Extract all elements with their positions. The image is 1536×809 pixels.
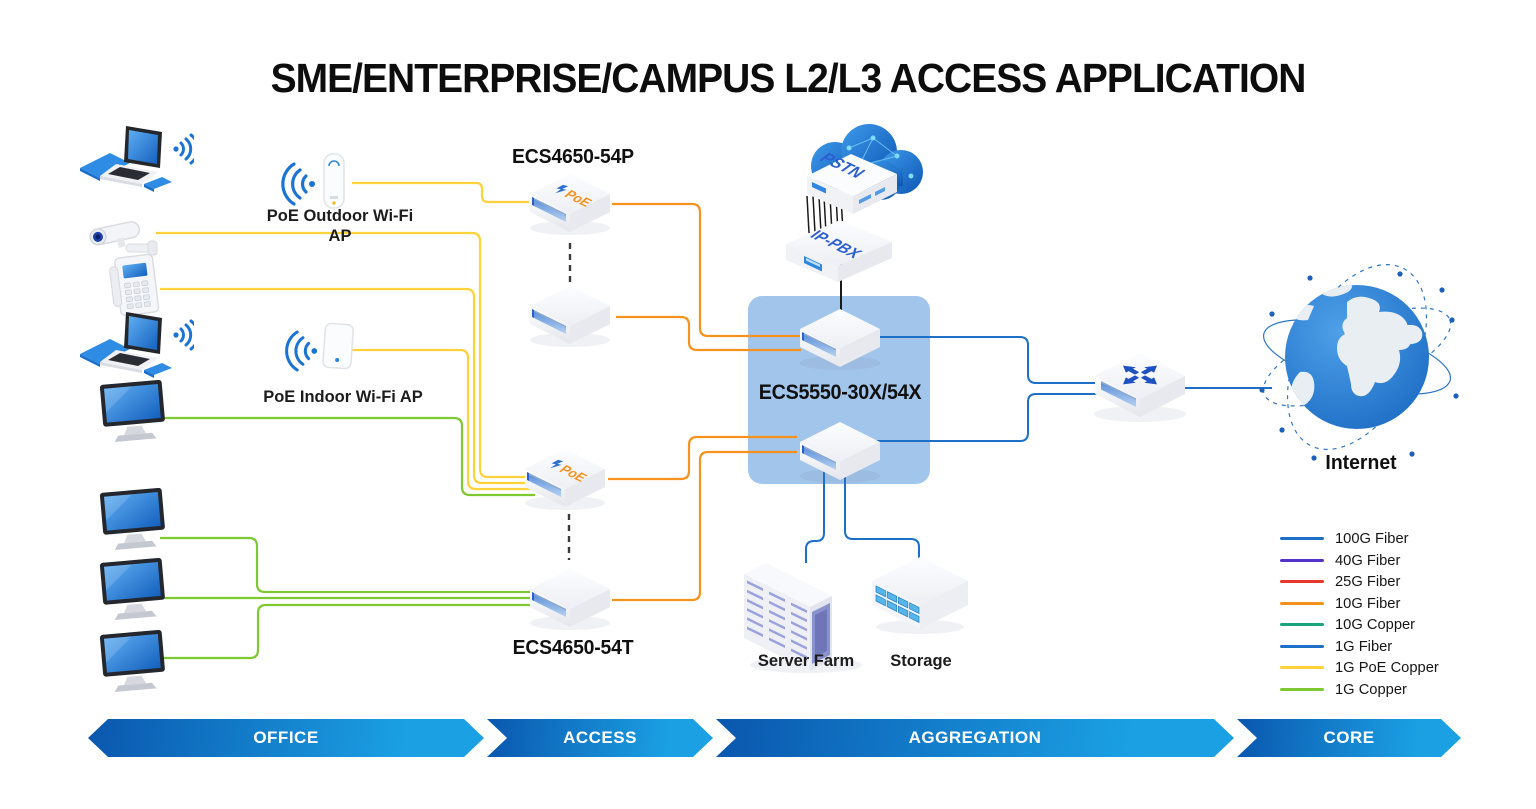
legend-line-100g-fiber bbox=[1280, 537, 1324, 541]
internet-globe bbox=[1252, 262, 1467, 482]
wire-aggbottom-to-core bbox=[876, 393, 1100, 442]
legend-item: 100G Fiber bbox=[1280, 528, 1441, 550]
poe-indoor-wifi-ap bbox=[282, 322, 362, 389]
wire-agg-to-serverfarm bbox=[805, 470, 825, 563]
poe-indoor-ap-label: PoE Indoor Wi-Fi AP bbox=[263, 387, 423, 406]
legend-line-1g-poe-copper bbox=[1280, 666, 1324, 670]
wire-outdoor-ap-to-54p bbox=[352, 181, 529, 204]
wireless-clients-top bbox=[80, 122, 194, 211]
wifi-signal-icon bbox=[281, 162, 317, 206]
wire-agg-to-storage bbox=[844, 470, 920, 573]
wire-monitor1-to-poe-switch bbox=[160, 416, 535, 497]
wire-phone-to-poe-switch bbox=[160, 287, 535, 485]
aggregation-switch-bottom bbox=[792, 418, 888, 489]
ecs4650-54p-label: ECS4650-54P bbox=[512, 146, 634, 168]
legend-item: 10G Fiber bbox=[1280, 593, 1441, 615]
wire-54t-to-agg bbox=[612, 450, 797, 602]
poe-badge: PoE bbox=[546, 456, 589, 485]
internet-label: Internet bbox=[1325, 452, 1397, 474]
poe-outdoor-ap-label: PoE Outdoor Wi-Fi AP bbox=[266, 206, 414, 245]
zone-aggregation: AGGREGATION bbox=[716, 719, 1234, 757]
legend-item: 40G Fiber bbox=[1280, 550, 1441, 572]
legend-line-25g-fiber bbox=[1280, 580, 1324, 584]
zone-access: ACCESS bbox=[487, 719, 713, 757]
wire-monitor4-to-54t bbox=[160, 603, 535, 660]
access-poe-switch-2 bbox=[517, 445, 613, 516]
access-switch-stack-member bbox=[522, 282, 618, 353]
pstn-cloud bbox=[785, 118, 940, 241]
zone-banner: OFFICE ACCESS AGGREGATION CORE bbox=[88, 719, 1461, 757]
ip-pbx bbox=[778, 214, 900, 293]
legend: 100G Fiber 40G Fiber 25G Fiber 10G Fiber… bbox=[1280, 528, 1441, 700]
poe-bolt-icon bbox=[555, 184, 569, 194]
zone-office: OFFICE bbox=[88, 719, 484, 757]
server-farm bbox=[742, 545, 877, 682]
legend-item: 1G PoE Copper bbox=[1280, 657, 1441, 679]
wire-poe-switch-to-agg bbox=[608, 435, 797, 481]
storage-label: Storage bbox=[890, 651, 952, 670]
core-router bbox=[1085, 348, 1195, 429]
legend-item: 10G Copper bbox=[1280, 614, 1441, 636]
desktop-monitor-1 bbox=[98, 380, 174, 453]
server-farm-label: Server Farm bbox=[757, 651, 855, 670]
access-switch-ecs4650-54p bbox=[522, 170, 618, 241]
legend-line-1g-fiber bbox=[1280, 644, 1324, 648]
poe-bolt-icon bbox=[550, 459, 564, 469]
legend-line-10g-fiber bbox=[1280, 601, 1324, 605]
desktop-monitor-3 bbox=[98, 558, 174, 631]
legend-item: 1G Copper bbox=[1280, 679, 1441, 701]
wire-indoor-ap-to-poe-switch bbox=[352, 348, 535, 491]
legend-line-10g-copper bbox=[1280, 623, 1324, 627]
aggregation-switch-top bbox=[792, 305, 888, 376]
wire-54p-to-agg bbox=[612, 202, 801, 338]
zone-core: CORE bbox=[1237, 719, 1461, 757]
ecs5550-label: ECS5550-30X/54X bbox=[758, 381, 922, 404]
wire-camera-to-poe-switch bbox=[156, 231, 535, 479]
page-title: SME/ENTERPRISE/CAMPUS L2/L3 ACCESS APPLI… bbox=[270, 55, 1307, 101]
poe-outdoor-wifi-ap bbox=[278, 152, 358, 221]
poe-badge: PoE bbox=[551, 181, 594, 210]
legend-line-1g-copper bbox=[1280, 687, 1324, 691]
ecs4650-54t-label: ECS4650-54T bbox=[512, 637, 634, 659]
legend-item: 1G Fiber bbox=[1280, 636, 1441, 658]
legend-line-40g-fiber bbox=[1280, 558, 1324, 562]
storage-array bbox=[868, 555, 972, 642]
access-switch-ecs4650-54t bbox=[522, 565, 618, 636]
wire-monitor2-to-54t bbox=[160, 536, 535, 594]
wire-aggtop-to-core bbox=[876, 336, 1100, 384]
desktop-monitor-4 bbox=[98, 630, 174, 703]
wire-stack2-to-agg bbox=[616, 315, 801, 352]
legend-item: 25G Fiber bbox=[1280, 571, 1441, 593]
desktop-monitor-2 bbox=[98, 488, 174, 561]
wifi-signal-icon bbox=[285, 330, 319, 372]
